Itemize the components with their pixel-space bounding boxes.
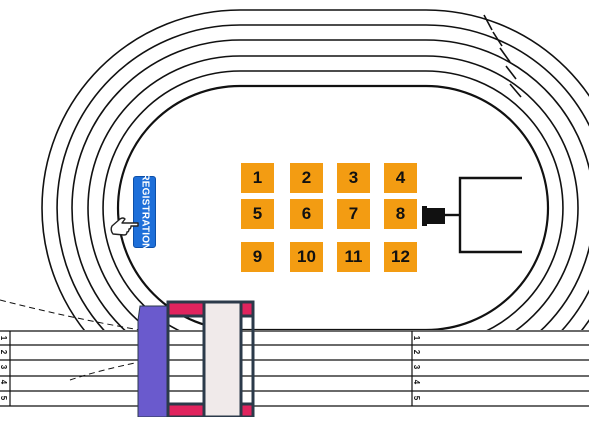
lane-number: 2 — [412, 349, 422, 355]
start-mark — [505, 65, 517, 80]
lane-number: 3 — [412, 364, 422, 370]
bottom-straight — [0, 299, 589, 417]
booth-7[interactable]: 7 — [337, 199, 370, 229]
booth-3[interactable]: 3 — [337, 163, 370, 193]
booth-6[interactable]: 6 — [290, 199, 323, 229]
lane-number: 2 — [0, 349, 9, 355]
entrance-gate[interactable] — [137, 300, 255, 419]
start-mark — [492, 31, 503, 47]
booth-2[interactable]: 2 — [290, 163, 323, 193]
hand-pointer-icon — [110, 217, 139, 236]
start-mark — [499, 47, 511, 63]
booth-10[interactable]: 10 — [290, 242, 323, 272]
lane-number: 5 — [0, 395, 9, 401]
stage-platform — [445, 176, 522, 254]
start-mark — [509, 83, 522, 98]
lane-number: 1 — [0, 335, 9, 341]
lane-number: 5 — [412, 395, 422, 401]
booth-9[interactable]: 9 — [241, 242, 274, 272]
registration-label: REGISTRATION — [139, 173, 150, 251]
start-mark — [483, 14, 493, 31]
booth-8[interactable]: 8 — [384, 199, 417, 229]
registration-button[interactable]: REGISTRATION — [133, 173, 156, 251]
booth-1[interactable]: 1 — [241, 163, 274, 193]
lane-number: 4 — [0, 379, 9, 385]
booth-12[interactable]: 12 — [384, 242, 417, 272]
booth-4[interactable]: 4 — [384, 163, 417, 193]
booth-11[interactable]: 11 — [337, 242, 370, 272]
booth-5[interactable]: 5 — [241, 199, 274, 229]
track-lane-line — [116, 84, 550, 332]
podium-icon — [426, 208, 445, 224]
lane-number: 1 — [412, 335, 422, 341]
lane-number: 3 — [0, 364, 9, 370]
lane-number: 4 — [412, 379, 422, 385]
